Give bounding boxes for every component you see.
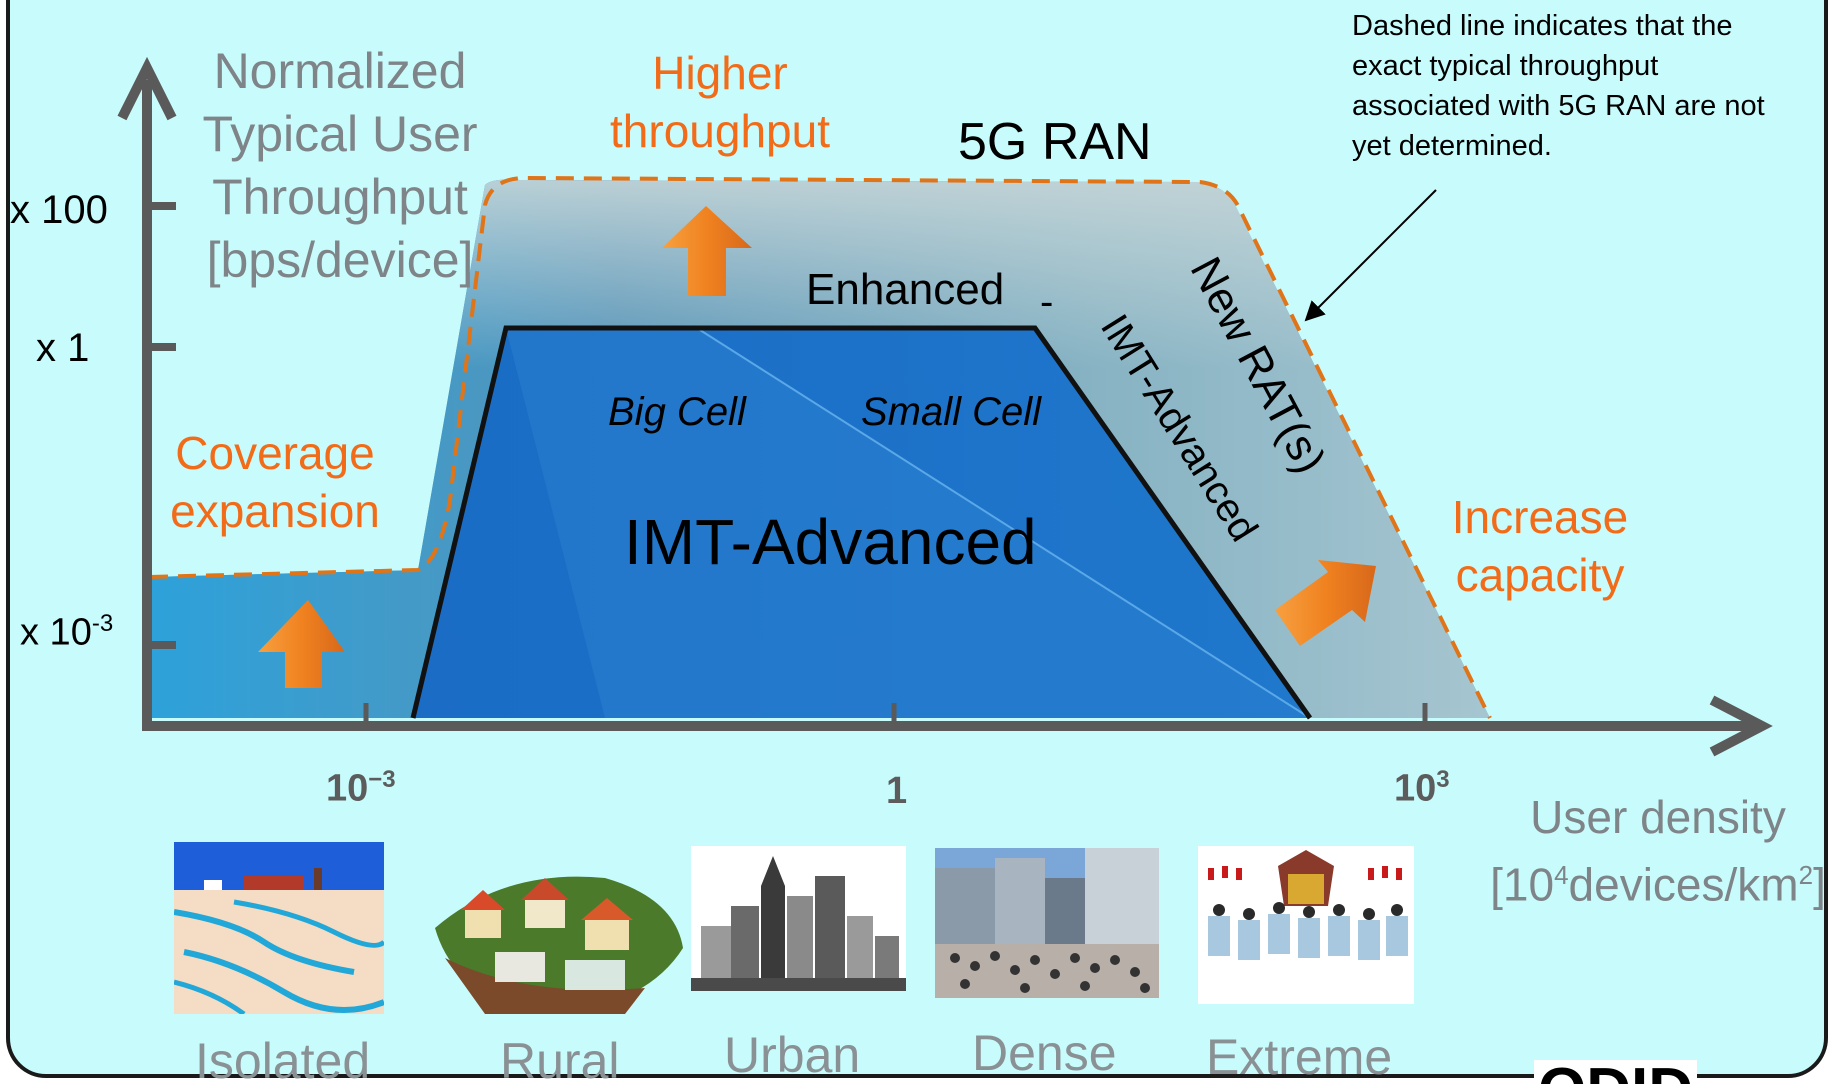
up-arrow-icon	[258, 600, 345, 688]
x-tick-label-1e3: 103	[1394, 766, 1450, 810]
up-arrow-icon	[662, 206, 752, 296]
y-tick-label-100: x 100	[10, 188, 108, 232]
y-title-line: Typical User	[202, 106, 478, 162]
dense-crowd-image	[935, 848, 1159, 998]
y-title-line: Throughput	[212, 169, 468, 225]
y-tick-label-1: x 1	[36, 326, 90, 370]
coverage-expansion-label: Coverage expansion	[170, 427, 380, 537]
big-cell-label: Big Cell	[608, 390, 746, 434]
dashed-line-note: Dashed line indicates that the exact typ…	[1352, 10, 1765, 162]
category-urban: Urban	[724, 1027, 861, 1083]
imt-advanced-label: IMT-Advanced	[624, 506, 1037, 578]
logo-partial: ODID	[1534, 1060, 1697, 1084]
enhanced-dash: -	[1040, 280, 1054, 324]
rural-houses-image	[435, 876, 683, 1014]
y-title-line: Normalized	[213, 43, 467, 99]
isolated-image	[174, 842, 384, 1014]
x-title-line: [104devices/km2]	[1490, 858, 1826, 911]
x-tick-label-1: 1	[886, 770, 908, 812]
extreme-festival-crowd-image	[1198, 846, 1414, 1004]
axes	[117, 56, 1773, 757]
category-extreme: Extreme	[1206, 1029, 1393, 1085]
category-isolated: Isolated	[195, 1033, 371, 1089]
increase-capacity-label: Increase capacity	[1451, 491, 1629, 601]
category-dense: Dense	[972, 1025, 1117, 1081]
x-tick-label-1e-3: 10−3	[326, 766, 396, 810]
y-title-line: [bps/device]	[206, 232, 474, 288]
imt-advanced-region	[410, 325, 1313, 720]
small-cell-label: Small Cell	[861, 390, 1042, 434]
diagonal-arrow-icon	[1275, 560, 1376, 646]
x-title-line: User density	[1530, 791, 1786, 843]
y-tick-label-1e-3: x 10-3	[20, 610, 114, 654]
enhanced-label: Enhanced	[806, 265, 1005, 314]
rural-image	[425, 848, 687, 1016]
y-axis-title: Normalized Typical User Throughput [bps/…	[190, 40, 490, 292]
category-rural: Rural	[500, 1033, 620, 1089]
extreme-image	[1198, 846, 1414, 1004]
dense-image	[935, 848, 1159, 998]
pointer-arrow-icon	[1304, 189, 1437, 322]
urban-skyline-image	[691, 846, 906, 991]
isolated-snow-field-image	[174, 842, 384, 1014]
x-axis-title: User density [104devices/km2]	[1478, 788, 1838, 913]
higher-throughput-label: Higher throughput	[610, 47, 830, 157]
urban-image	[691, 846, 906, 991]
ran-5g-label: 5G RAN	[958, 113, 1152, 171]
